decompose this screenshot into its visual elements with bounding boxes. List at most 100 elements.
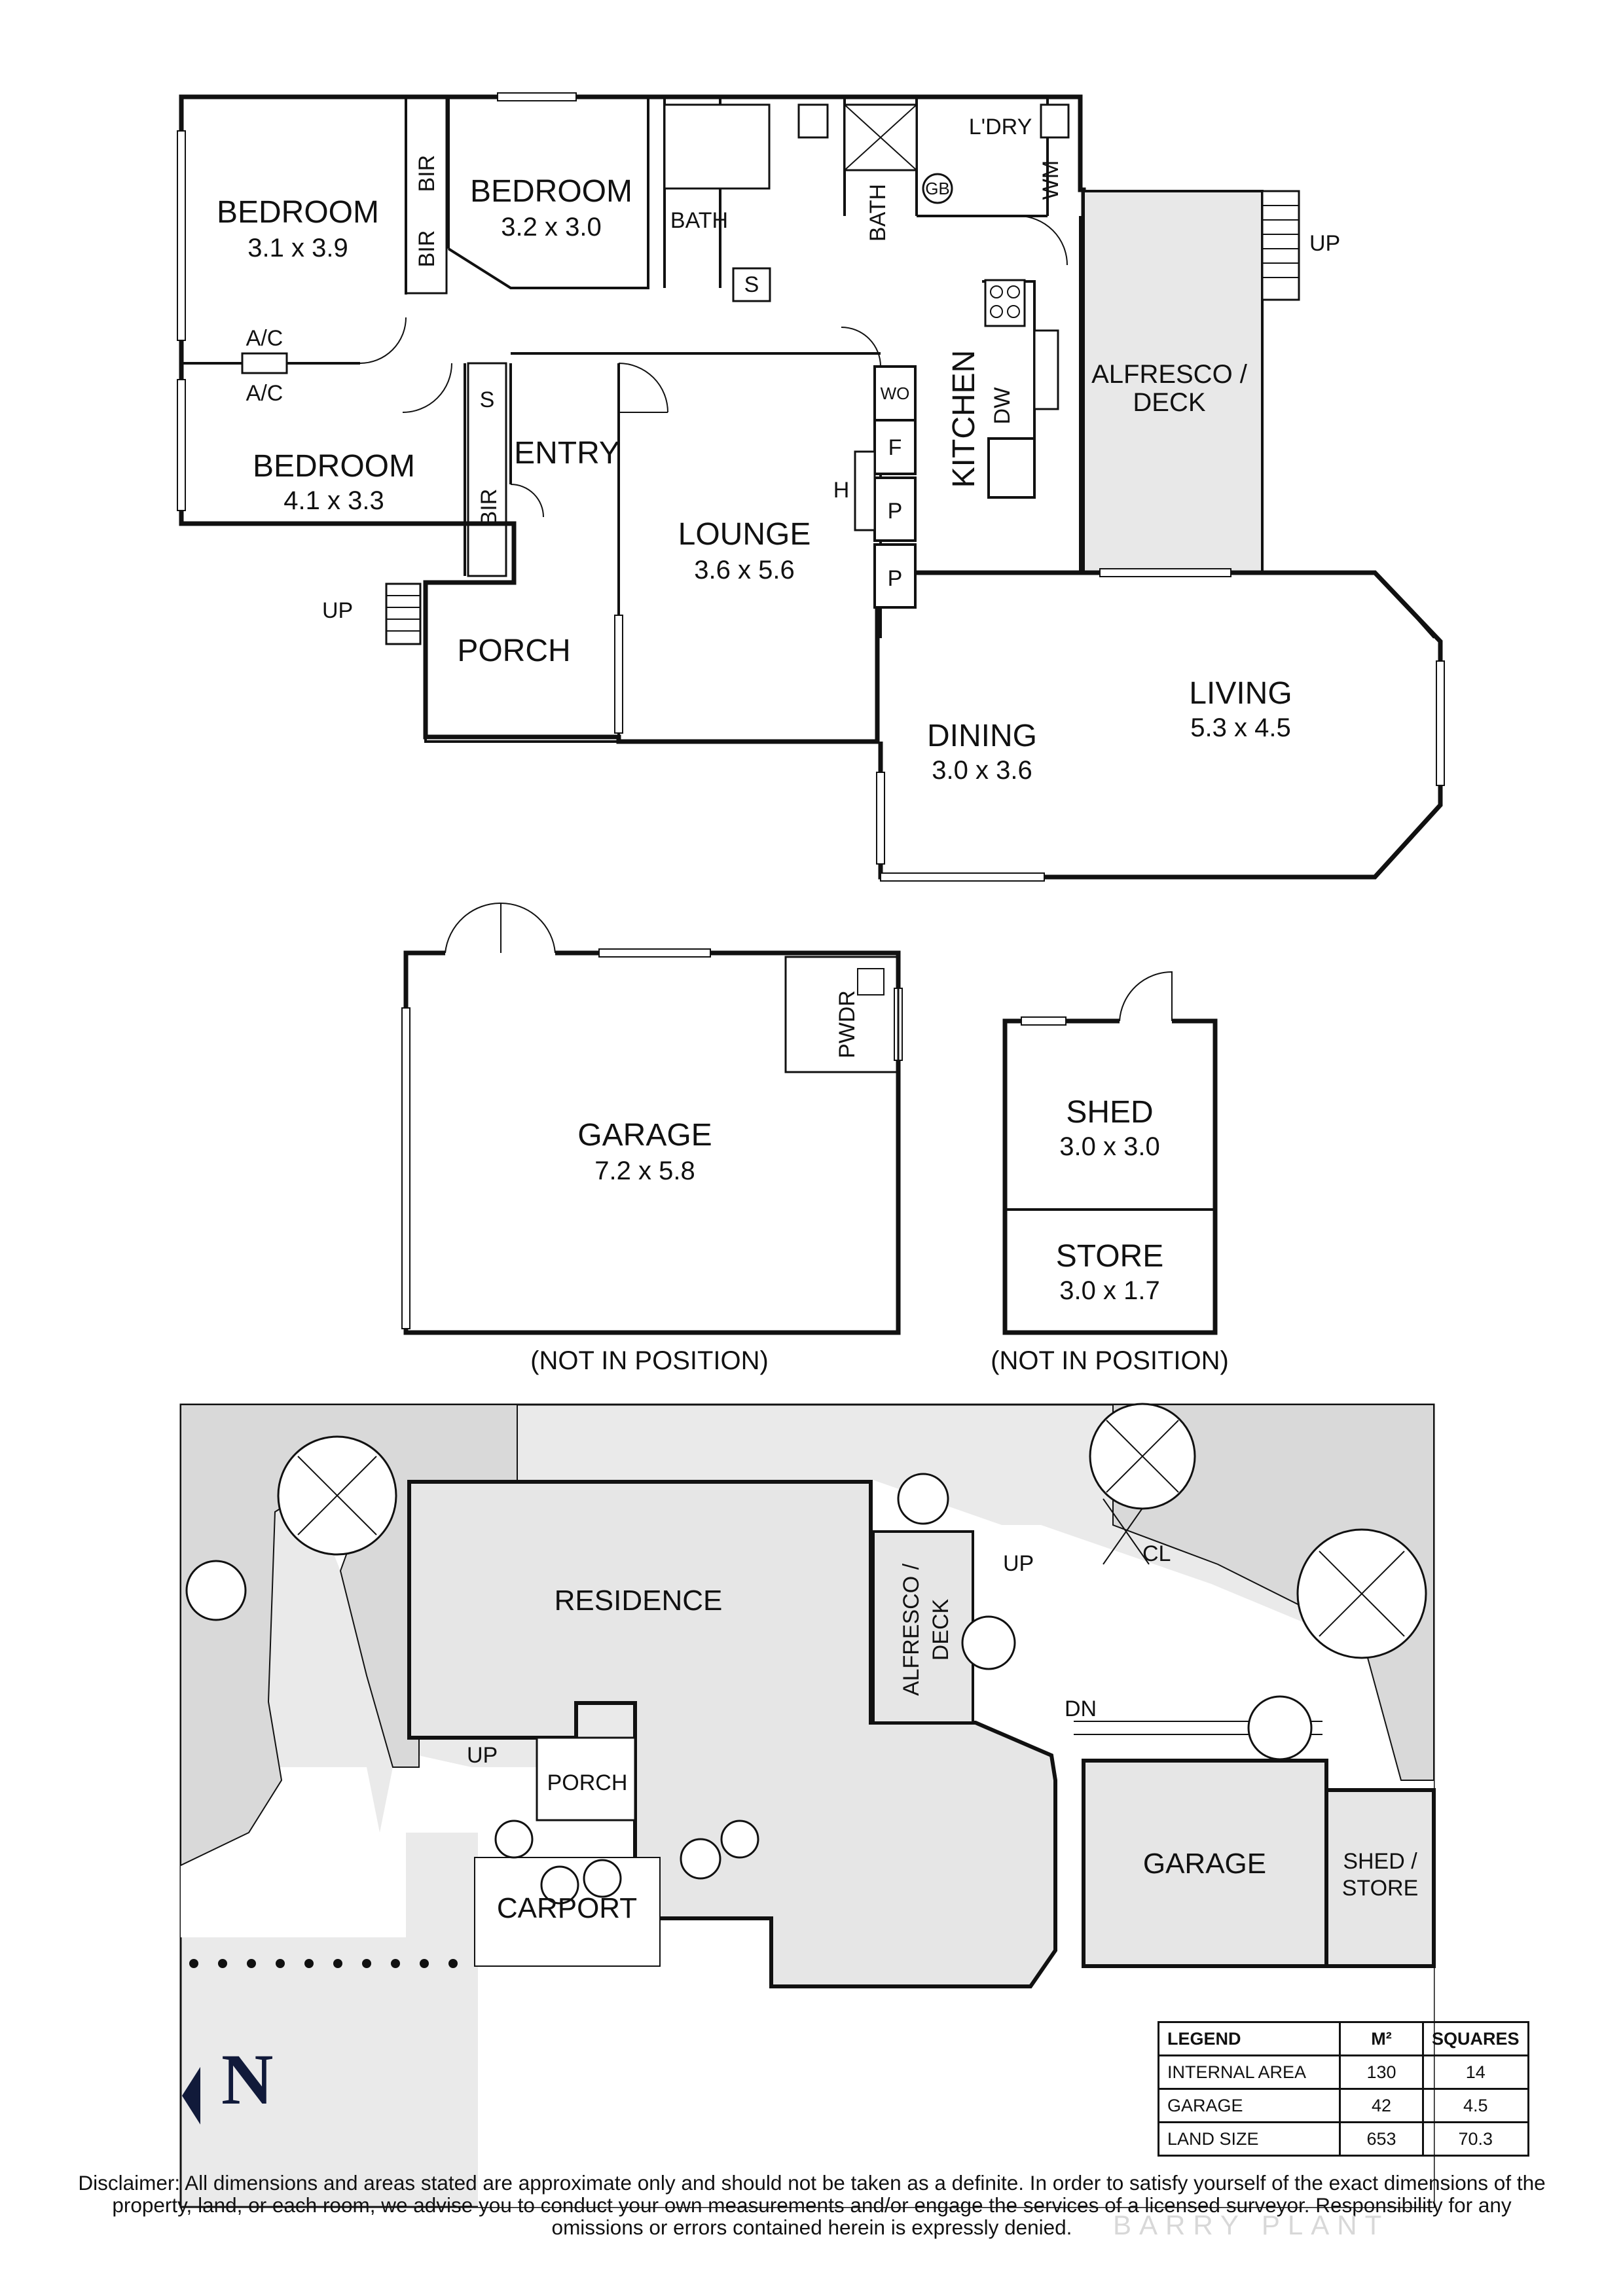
cooktop	[984, 279, 1026, 327]
legend-row-squares: 70.3	[1422, 2121, 1529, 2157]
north-letter: N	[221, 2039, 274, 2119]
heater-label: H	[833, 478, 850, 503]
s-label-bath: S	[744, 272, 759, 297]
gb-label: GB	[925, 179, 950, 198]
legend-row-label: GARAGE	[1158, 2088, 1341, 2123]
wo-cabinet	[873, 365, 917, 422]
room-size-lounge: 3.6 x 5.6	[694, 556, 794, 584]
tree-icon	[1247, 1695, 1313, 1761]
legend-row-m2: 42	[1339, 2088, 1424, 2123]
room-size-bedroom-3: 4.1 x 3.3	[283, 486, 384, 515]
tree-icon	[680, 1838, 721, 1880]
site-shed-label: SHED /	[1343, 1849, 1417, 1874]
tree-icon	[494, 1820, 534, 1859]
site-plan	[179, 1403, 1436, 2208]
store-name: STORE	[1056, 1239, 1163, 1274]
toilet-1	[797, 103, 829, 139]
laundry-label: L'DRY	[969, 115, 1032, 139]
vanity-s	[732, 267, 771, 302]
room-name-lounge: LOUNGE	[678, 517, 811, 552]
room-name-living: LIVING	[1189, 676, 1292, 711]
legend-row: INTERNAL AREA 130 14	[1158, 2054, 1529, 2090]
legend-row-label: INTERNAL AREA	[1158, 2054, 1341, 2090]
s-label-3: S	[480, 387, 495, 412]
shed-name: SHED	[1066, 1095, 1153, 1130]
site-porch	[536, 1736, 636, 1821]
bir-block-bed1	[405, 96, 448, 295]
site-garage-label: GARAGE	[1143, 1848, 1266, 1880]
pantry-label-2: P	[888, 566, 903, 591]
shed-not-in-position: (NOT IN POSITION)	[991, 1346, 1229, 1375]
fridge	[873, 419, 917, 475]
fridge-label: F	[888, 435, 902, 460]
legend-row-squares: 4.5	[1422, 2088, 1529, 2123]
deck-up-label: UP	[1309, 231, 1340, 256]
room-size-dining: 3.0 x 3.6	[932, 756, 1032, 785]
room-name-bedroom-3: BEDROOM	[253, 449, 415, 484]
tree-icon	[583, 1859, 622, 1898]
tree-icon	[185, 1560, 247, 1621]
roller-door	[401, 1007, 410, 1329]
legend-row-m2: 653	[1339, 2121, 1424, 2157]
entry-steps	[385, 583, 422, 645]
bir-block-bed3	[467, 362, 507, 577]
site-cl-label: CL	[1142, 1541, 1171, 1566]
ac-unit	[241, 352, 288, 374]
room-name-bedroom-1: BEDROOM	[217, 195, 379, 230]
shed-door	[1119, 971, 1173, 1022]
bath-tub	[663, 103, 771, 190]
dw-label: DW	[990, 387, 1015, 425]
site-carport-label: CARPORT	[497, 1892, 637, 1924]
legend-header-squares: SQUARES	[1422, 2021, 1529, 2056]
room-size-bedroom-1: 3.1 x 3.9	[247, 234, 348, 262]
north-arrow-icon	[182, 2067, 200, 2125]
bath-label: BATH	[670, 208, 728, 233]
site-garage	[1082, 1759, 1328, 1968]
gas-boiler	[922, 173, 953, 204]
site-store-label: STORE	[1342, 1876, 1419, 1901]
ac-label-bottom: A/C	[246, 381, 283, 406]
site-up-deck-label: UP	[1003, 1551, 1034, 1576]
main-floor-plan	[177, 92, 1445, 882]
tree-icon	[961, 1615, 1016, 1670]
lawn-right	[1112, 1404, 1434, 1781]
main-floor-labels: BEDROOM 3.1 x 3.9 BEDROOM 3.2 x 3.0 BEDR…	[217, 115, 1340, 785]
pwdr-label: PWDR	[835, 990, 860, 1058]
porch-outline	[424, 583, 619, 743]
site-alfresco-label: ALFRESCO /	[899, 1563, 924, 1696]
entry-label: ENTRY	[514, 436, 620, 471]
legend-row-label: LAND SIZE	[1158, 2121, 1341, 2157]
garage-plan-labels: GARAGE 7.2 x 5.8 PWDR (NOT IN POSITION)	[530, 990, 860, 1375]
legend-header-row: LEGEND M² SQUARES	[1158, 2021, 1529, 2056]
porch-label: PORCH	[457, 634, 570, 668]
site-alfresco	[872, 1530, 974, 1724]
heater	[854, 450, 876, 531]
wo-label: WO	[881, 384, 910, 403]
site-residence-label: RESIDENCE	[555, 1585, 723, 1617]
wm-label: WM	[1038, 160, 1063, 200]
alfresco-label: ALFRESCO /	[1091, 360, 1248, 389]
pwdr-toilet	[857, 968, 884, 996]
clothesline	[1103, 1498, 1150, 1565]
site-shed	[1324, 1788, 1436, 1968]
store-size: 3.0 x 1.7	[1059, 1276, 1159, 1305]
pantry-2	[873, 543, 917, 609]
pantry-1	[873, 476, 917, 542]
shed-plan	[1002, 971, 1218, 1335]
pantry-label-1: P	[888, 499, 903, 524]
fence-posts	[189, 1959, 458, 1968]
legend-row-m2: 130	[1339, 2054, 1424, 2090]
bath2-label: BATH	[866, 184, 890, 242]
deck-steps	[1261, 190, 1300, 301]
legend-row: GARAGE 42 4.5	[1158, 2088, 1529, 2123]
sink	[1033, 329, 1059, 410]
garage-doors	[445, 902, 556, 954]
garage-not-in-position: (NOT IN POSITION)	[530, 1346, 769, 1375]
north-compass: N	[182, 2043, 306, 2125]
legend-row: LAND SIZE 653 70.3	[1158, 2121, 1529, 2157]
room-name-bedroom-2: BEDROOM	[470, 174, 632, 209]
kitchen-label: KITCHEN	[947, 350, 981, 488]
legend-header-label: LEGEND	[1158, 2021, 1341, 2056]
legend-row-squares: 14	[1422, 2054, 1529, 2090]
bir-label-2: BIR	[414, 230, 439, 268]
